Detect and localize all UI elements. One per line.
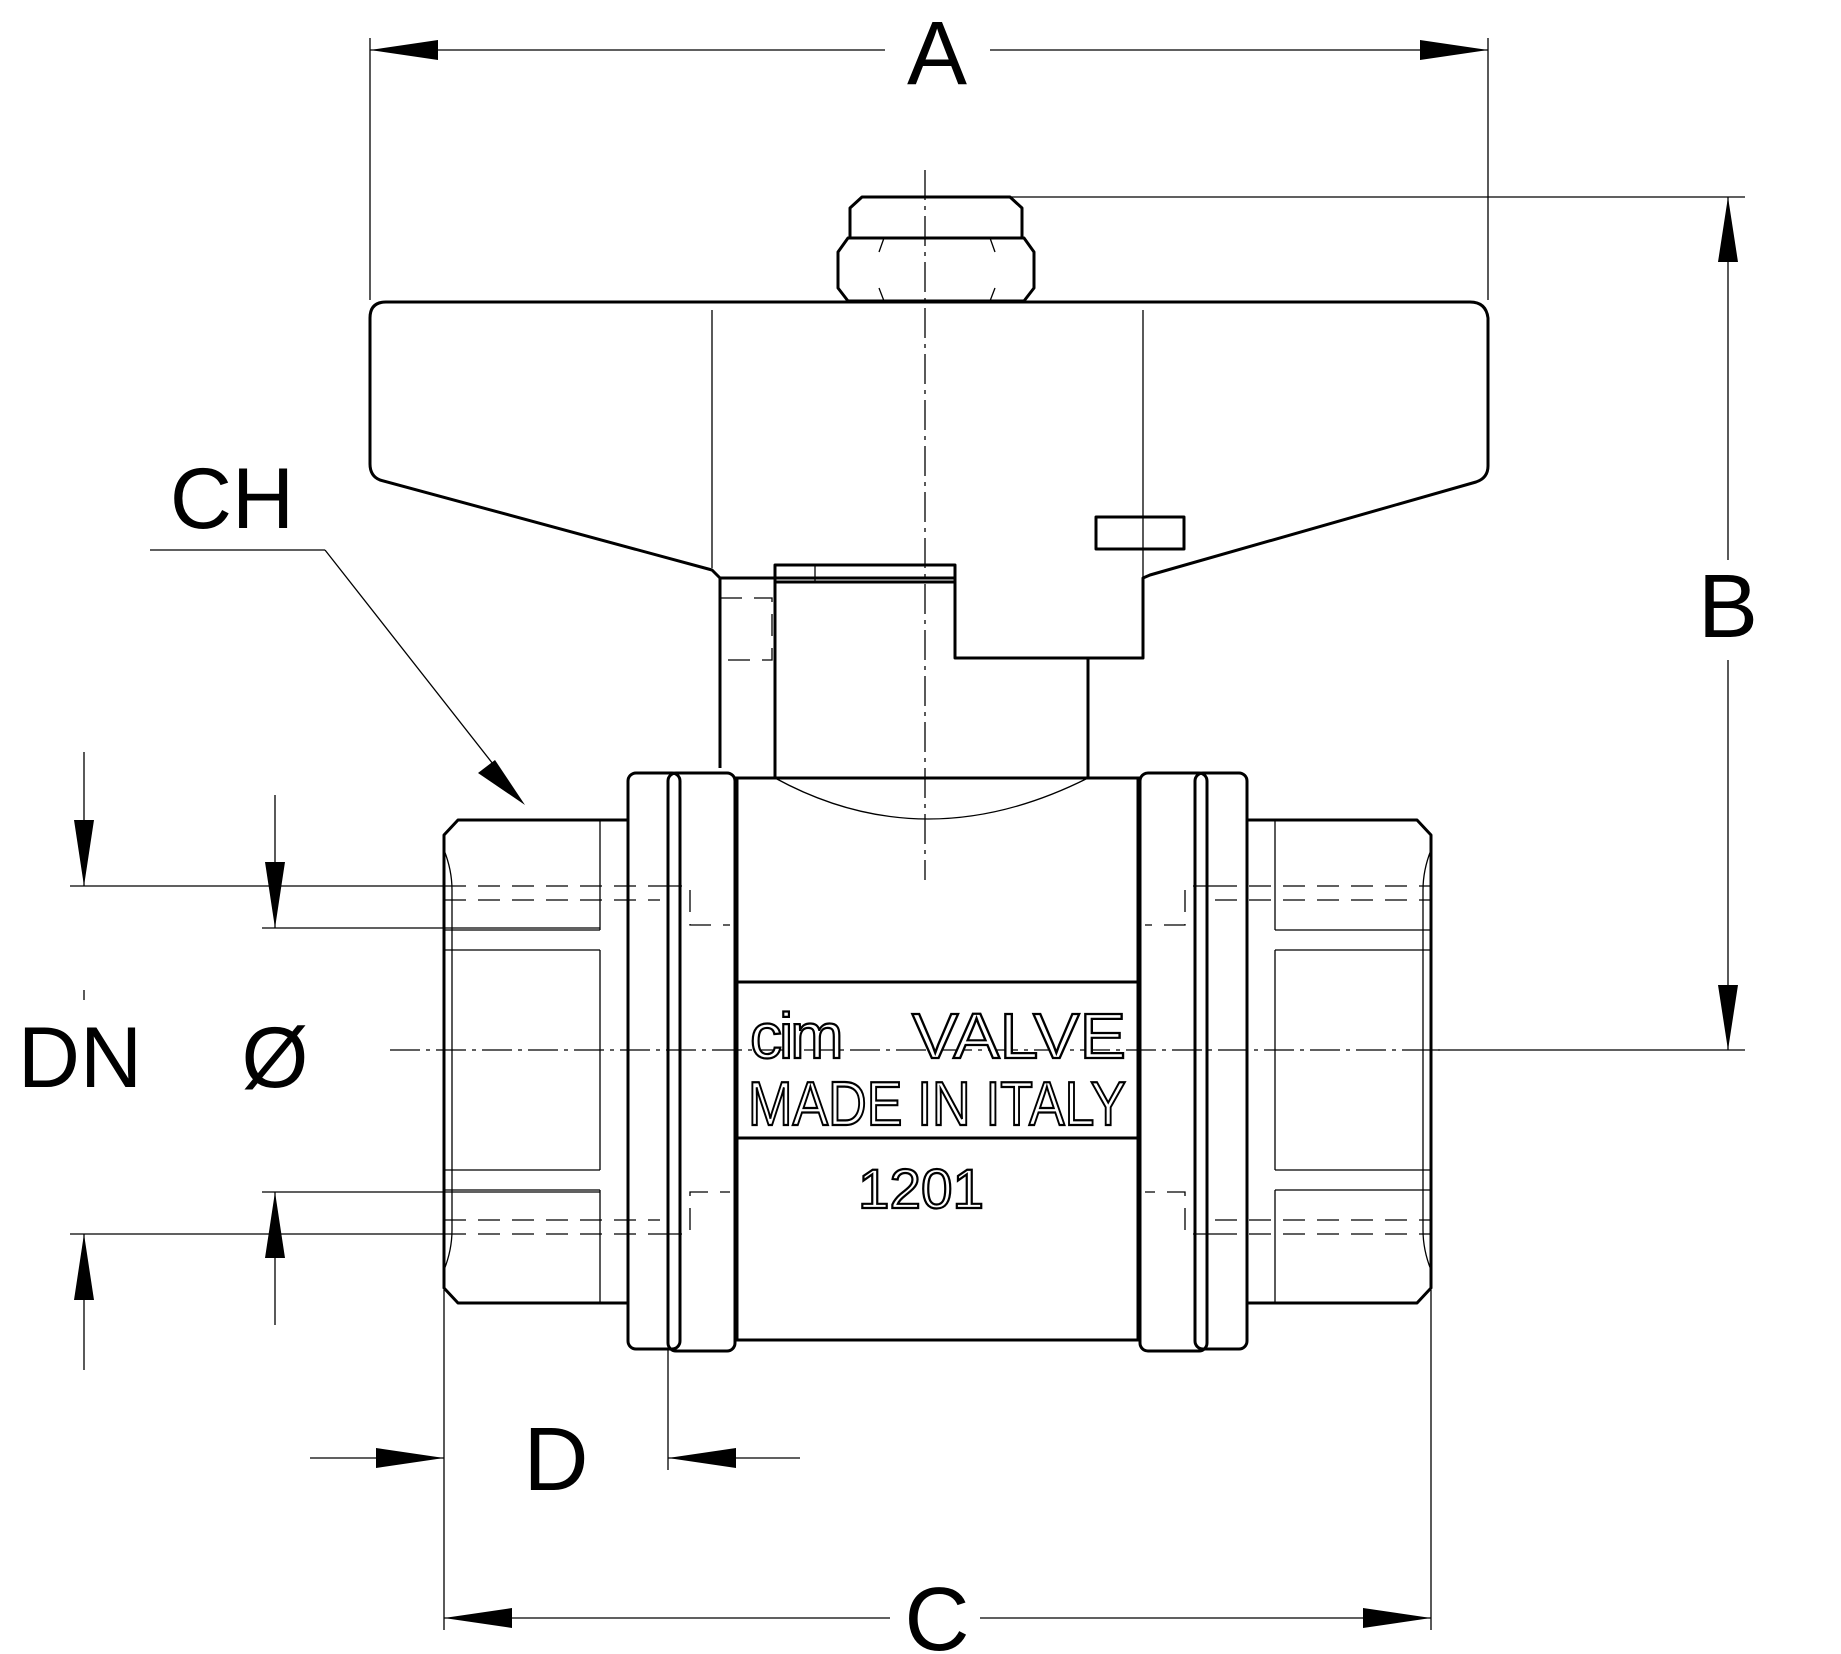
right-flange	[1138, 771, 1209, 1353]
dimension-label-D: D	[524, 1410, 589, 1510]
dimension-diameter: Ø	[242, 795, 600, 1325]
arrow-head	[668, 1448, 736, 1468]
handle-wing	[368, 300, 1490, 660]
dimension-label-A: A	[907, 4, 967, 104]
stem-hex-nut	[836, 236, 1036, 303]
arrow-head	[74, 1234, 94, 1300]
dimension-CH: CH	[150, 451, 525, 805]
arrow-head	[478, 760, 525, 805]
arrow-head	[74, 820, 94, 886]
arrow-head	[1420, 40, 1488, 60]
stem-nut-cap	[848, 195, 1024, 238]
dimension-B: B	[1000, 196, 1758, 1051]
dimension-label-B: B	[1698, 557, 1758, 657]
arrow-head	[1718, 985, 1738, 1050]
dimension-C: C	[443, 1290, 1432, 1654]
model-marking: VALVE	[912, 1000, 1126, 1072]
arrow-head	[265, 1192, 285, 1258]
origin-marking: MADE IN ITALY	[748, 1070, 1126, 1139]
right-hex-end	[1247, 818, 1433, 1305]
brand-marking: cim	[750, 1000, 841, 1072]
left-flange	[626, 771, 682, 1351]
dimension-label-DN: DN	[18, 1010, 142, 1106]
arrow-head	[1718, 197, 1738, 262]
dimension-D: D	[310, 1350, 800, 1510]
dimension-A: A	[369, 4, 1489, 300]
stem-neck	[718, 578, 1090, 820]
handle-stop-tab	[773, 563, 957, 584]
dimension-label-diameter: Ø	[242, 1010, 309, 1106]
arrow-head	[376, 1448, 444, 1468]
dimension-label-C: C	[905, 1570, 970, 1654]
dimension-DN: DN	[18, 752, 444, 1370]
valve-body: cim VALVE MADE IN ITALY 1201	[442, 771, 1433, 1353]
arrow-head	[370, 40, 438, 60]
arrow-head	[265, 862, 285, 928]
code-marking: 1201	[858, 1157, 984, 1220]
stop-indicator	[1094, 515, 1186, 551]
butterfly-handle	[368, 195, 1490, 660]
dimension-label-CH: CH	[170, 451, 294, 547]
arrow-head	[444, 1608, 512, 1628]
marking-plate	[735, 980, 1140, 1140]
arrow-head	[1363, 1608, 1431, 1628]
